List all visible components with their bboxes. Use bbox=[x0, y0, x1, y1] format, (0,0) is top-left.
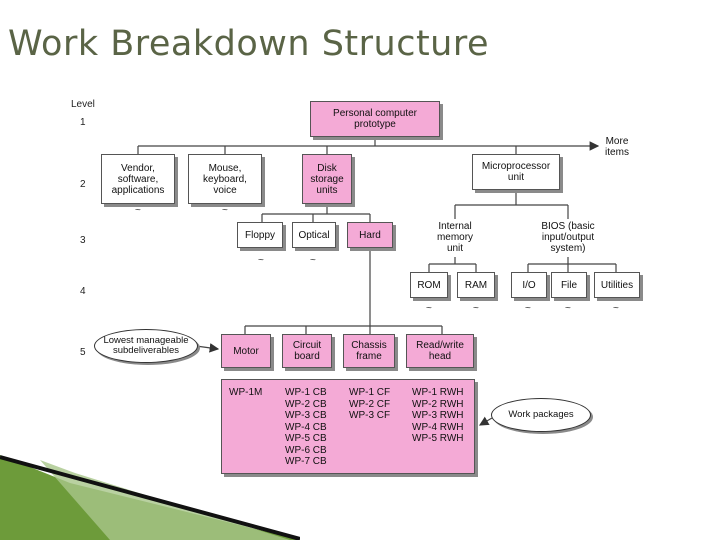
tilde-mark: ~ bbox=[258, 255, 264, 266]
node-mouse: Mouse, keyboard, voice bbox=[188, 154, 262, 204]
level-5-label: 5 bbox=[80, 347, 86, 358]
wp-item: WP-5 RWH bbox=[412, 433, 464, 444]
wp-item: WP-2 CB bbox=[285, 398, 327, 410]
wp-item: WP-1 RWH bbox=[412, 387, 464, 398]
wp-column-motor: WP-1M bbox=[229, 387, 262, 399]
tilde-mark: ~ bbox=[613, 303, 619, 314]
wp-item: WP-3 CB bbox=[285, 410, 327, 421]
node-optical: Optical bbox=[292, 222, 336, 248]
wp-item: WP-4 CB bbox=[285, 421, 327, 433]
node-ram: RAM bbox=[457, 272, 495, 298]
wp-item: WP-2 CF bbox=[349, 398, 391, 410]
node-chassis: Chassis frame bbox=[343, 334, 395, 368]
tilde-mark: ~ bbox=[565, 303, 571, 314]
wp-item: WP-1M bbox=[229, 387, 263, 398]
wp-item: WP-2 RWH bbox=[412, 398, 464, 410]
wp-item: WP-3 CF bbox=[349, 410, 391, 421]
level-3-label: 3 bbox=[80, 235, 86, 246]
tilde-mark: ~ bbox=[525, 303, 531, 314]
tilde-mark: ~ bbox=[222, 205, 228, 216]
slide-corner-decoration bbox=[0, 455, 300, 540]
wp-item: WP-1 CF bbox=[349, 387, 391, 398]
wp-item: WP-4 RWH bbox=[412, 421, 464, 433]
wp-item: WP-3 RWH bbox=[412, 410, 464, 421]
node-hard: Hard bbox=[347, 222, 393, 248]
wp-item: WP-7 CB bbox=[285, 456, 327, 467]
node-floppy: Floppy bbox=[237, 222, 283, 248]
node-utilities: Utilities bbox=[594, 272, 640, 298]
callout-lowest-deliverables: Lowest manageable subdeliverables bbox=[94, 329, 198, 363]
wp-column-readwrite: WP-1 RWH WP-2 RWH WP-3 RWH WP-4 RWH WP-5… bbox=[412, 387, 463, 445]
node-more-items: More items bbox=[605, 136, 629, 158]
node-disk: Disk storage units bbox=[302, 154, 352, 204]
wp-column-chassis: WP-1 CF WP-2 CF WP-3 CF bbox=[349, 387, 390, 422]
node-io: I/O bbox=[511, 272, 547, 298]
node-memory: Internal memory unit bbox=[436, 221, 474, 254]
level-1-label: 1 bbox=[80, 117, 86, 128]
wp-item: WP-5 CB bbox=[285, 433, 327, 444]
node-readwrite: Read/write head bbox=[406, 334, 474, 368]
wp-item: WP-6 CB bbox=[285, 444, 327, 456]
node-circuit: Circuit board bbox=[282, 334, 332, 368]
tilde-mark: ~ bbox=[473, 303, 479, 314]
level-4-label: 4 bbox=[80, 286, 86, 297]
node-micro: Microprocessor unit bbox=[472, 154, 560, 190]
slide-title: Work Breakdown Structure bbox=[8, 24, 490, 64]
node-file: File bbox=[551, 272, 587, 298]
tilde-mark: ~ bbox=[426, 303, 432, 314]
wp-item: WP-1 CB bbox=[285, 387, 327, 398]
node-motor: Motor bbox=[221, 334, 271, 368]
level-header: Level bbox=[71, 99, 95, 110]
node-bios: BIOS (basic input/output system) bbox=[541, 221, 595, 254]
node-root: Personal computer prototype bbox=[310, 101, 440, 137]
level-2-label: 2 bbox=[80, 179, 86, 190]
wp-column-circuit: WP-1 CB WP-2 CB WP-3 CB WP-4 CB WP-5 CB … bbox=[285, 387, 327, 468]
tilde-mark: ~ bbox=[310, 255, 316, 266]
node-vendor: Vendor, software, applications bbox=[101, 154, 175, 204]
callout-work-packages: Work packages bbox=[491, 398, 591, 432]
work-packages-panel bbox=[221, 379, 475, 474]
tilde-mark: ~ bbox=[135, 205, 141, 216]
node-rom: ROM bbox=[410, 272, 448, 298]
